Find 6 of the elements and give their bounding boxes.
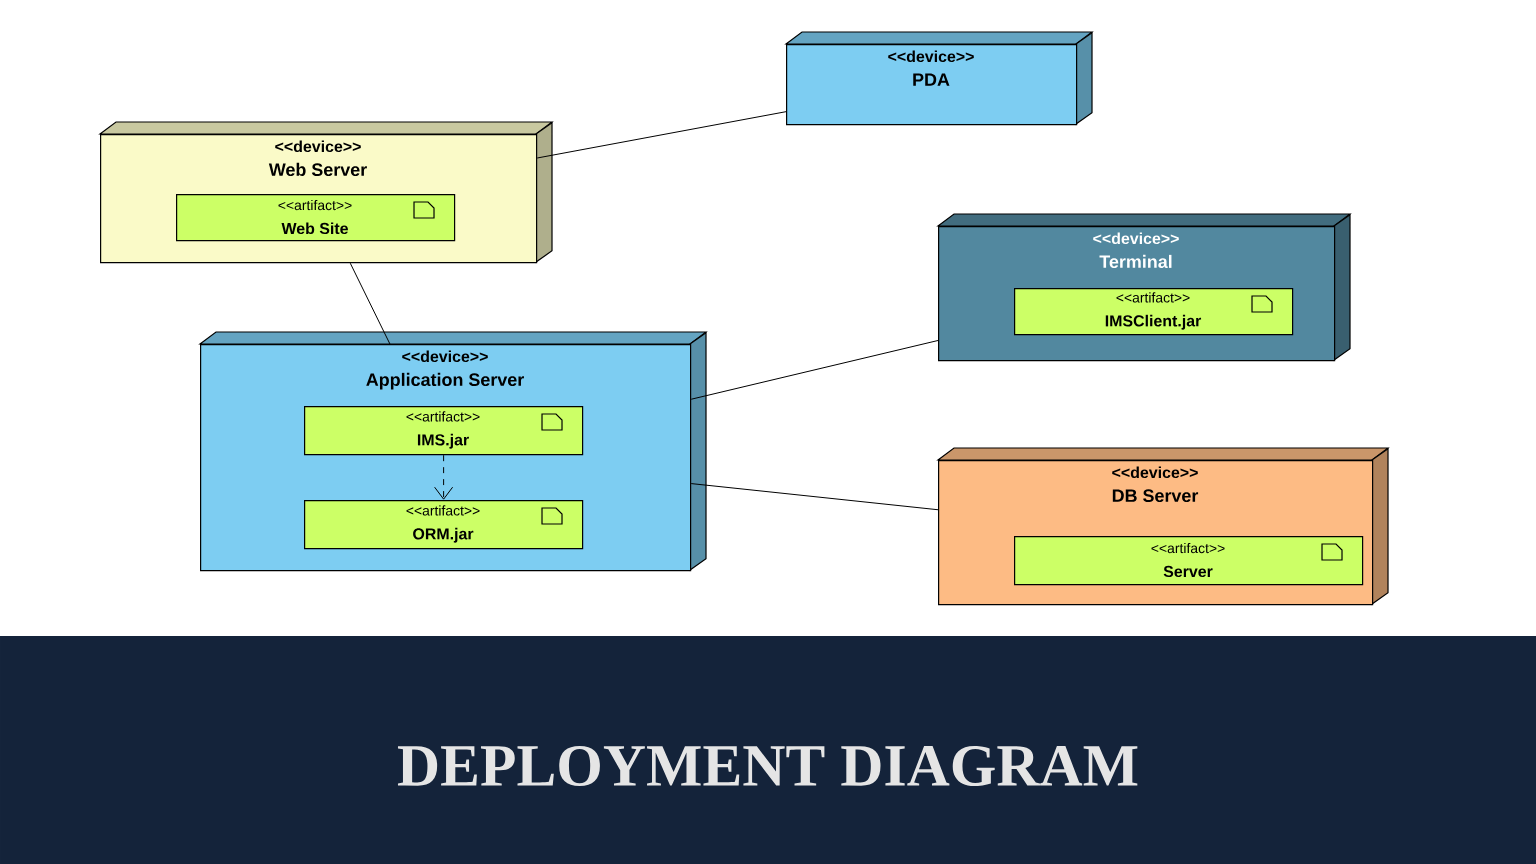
connector-line <box>536 111 787 159</box>
connector-line <box>349 262 391 345</box>
connector-line <box>690 340 939 400</box>
connector-line <box>690 483 939 511</box>
connector-line <box>434 454 454 500</box>
title: DEPLOYMENT DIAGRAM <box>397 745 1138 787</box>
